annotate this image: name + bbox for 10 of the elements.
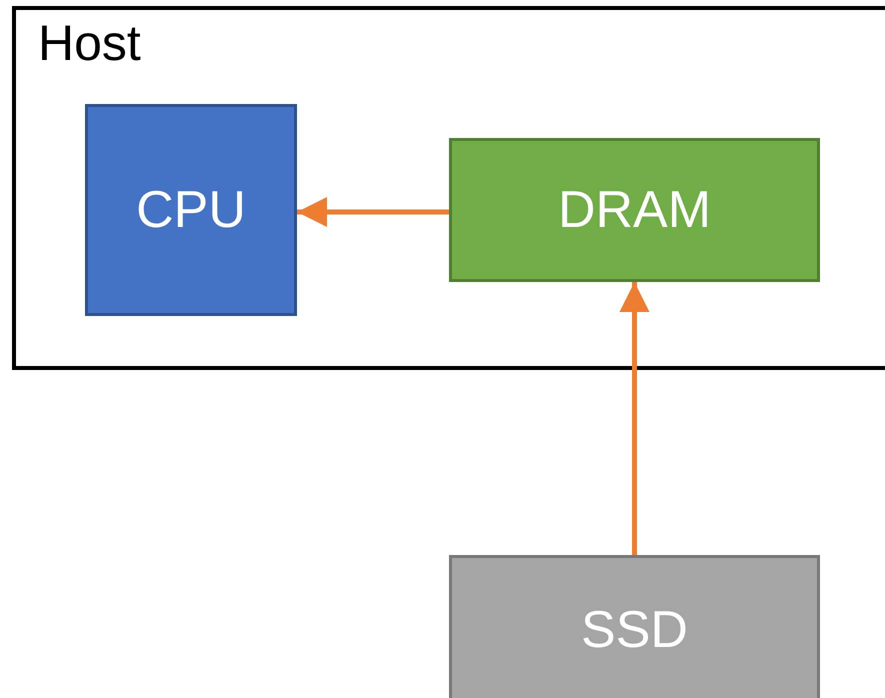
box-label: SSD — [581, 604, 688, 656]
ssd-box — [449, 555, 820, 698]
container-label: Host — [38, 18, 141, 68]
box-label: DRAM — [558, 184, 712, 236]
dram-box — [449, 138, 820, 282]
box-label: CPU — [136, 184, 246, 236]
arrow — [297, 197, 449, 227]
arrow — [620, 282, 650, 555]
cpu-box — [85, 104, 297, 316]
host-container — [12, 6, 885, 370]
